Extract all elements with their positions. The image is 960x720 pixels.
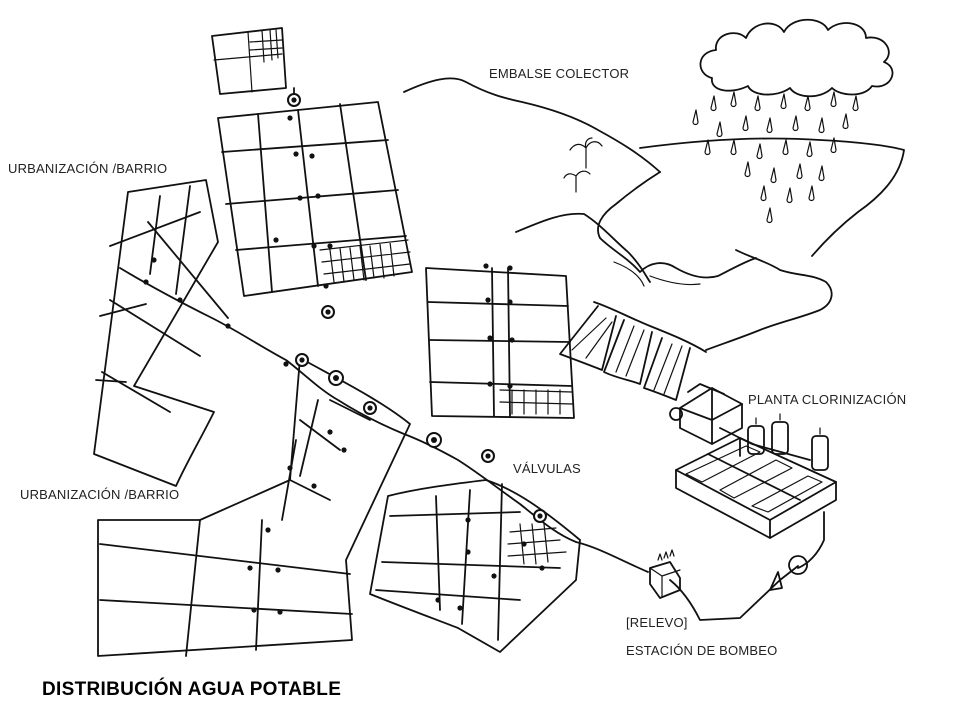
pipe-junctions xyxy=(143,115,545,615)
dam-structure xyxy=(559,301,707,401)
urban-block-center xyxy=(425,267,575,419)
label-pump-station: ESTACIÓN DE BOMBEO xyxy=(626,643,778,658)
diagram-title: DISTRIBUCIÓN AGUA POTABLE xyxy=(42,679,342,700)
main-pipeline xyxy=(119,267,825,621)
label-urbanization-top: URBANIZACIÓN /BARRIO xyxy=(8,161,168,176)
label-urbanization-bottom: URBANIZACIÓN /BARRIO xyxy=(20,487,180,502)
rain-cloud-icon xyxy=(699,18,894,98)
label-treatment-plant: PLANTA CLORINIZACIÓN xyxy=(748,392,907,407)
mountains-terrain xyxy=(403,77,905,351)
palm-trees-icon xyxy=(563,137,603,193)
rain-drops-icon xyxy=(692,91,859,224)
valve-icons xyxy=(287,93,547,523)
urban-block-west xyxy=(93,179,229,487)
urban-block-north-small xyxy=(211,27,295,101)
label-reservoir: EMBALSE COLECTOR xyxy=(489,66,630,81)
chlorination-plant xyxy=(669,383,837,539)
urban-block-southwest xyxy=(97,357,411,657)
reservoir-water xyxy=(599,237,757,287)
label-valves: VÁLVULAS xyxy=(513,461,581,476)
label-relay: [RELEVO] xyxy=(626,615,688,630)
urban-block-north-grid xyxy=(217,101,413,297)
urban-block-south xyxy=(369,479,581,653)
